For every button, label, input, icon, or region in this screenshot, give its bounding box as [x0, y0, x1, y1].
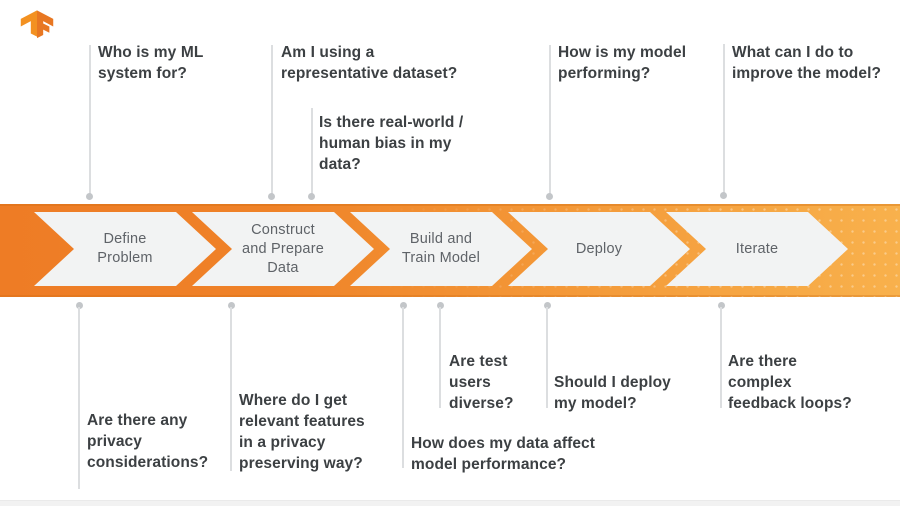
connector-line: [78, 307, 80, 489]
connector-dot: [720, 192, 727, 199]
question-improve-model: What can I do to improve the model?: [732, 44, 882, 82]
question-who-is-system-for: Who is my ML system for?: [98, 44, 204, 82]
connector-dot: [546, 193, 553, 200]
question-data-affect-performance: How does my data affect model performanc…: [411, 435, 596, 473]
connector-dot: [308, 193, 315, 200]
connector-line: [439, 307, 441, 408]
connector-dot: [268, 193, 275, 200]
connector-line: [89, 45, 91, 196]
connector-line: [230, 307, 232, 471]
question-should-deploy: Should I deploy my model?: [554, 374, 671, 412]
connector-line: [271, 45, 273, 196]
connector-line: [720, 307, 722, 408]
question-privacy-preserving-features: Where do I get relevant features in a pr…: [239, 392, 365, 472]
question-test-users-diverse: Are test users diverse?: [449, 353, 514, 412]
stage-label: Define Problem: [97, 231, 153, 266]
stage-label: Construct and Prepare Data: [241, 221, 324, 276]
connector-line: [546, 307, 548, 408]
connector-line: [402, 307, 404, 468]
tensorflow-logo-icon: [20, 10, 54, 39]
stage-label: Deploy: [575, 240, 623, 257]
connector-dot: [228, 302, 235, 309]
connector-dot: [437, 302, 444, 309]
connector-dot: [86, 193, 93, 200]
connector-dot: [718, 302, 725, 309]
stage-label: Build and Train Model: [401, 231, 481, 266]
connector-dot: [400, 302, 407, 309]
question-human-bias: Is there real-world / human bias in my d…: [319, 114, 464, 173]
question-feedback-loops: Are there complex feedback loops?: [728, 353, 852, 412]
question-model-performing: How is my model performing?: [558, 44, 687, 82]
connector-dot: [544, 302, 551, 309]
question-privacy-considerations: Are there any privacy considerations?: [87, 412, 209, 471]
connector-dot: [76, 302, 83, 309]
connector-line: [723, 44, 725, 195]
question-representative-dataset: Am I using a representative dataset?: [281, 44, 458, 82]
stage-label: Iterate: [735, 240, 779, 257]
footer-strip: [0, 500, 900, 506]
connector-line: [311, 108, 313, 196]
connector-line: [549, 45, 551, 196]
